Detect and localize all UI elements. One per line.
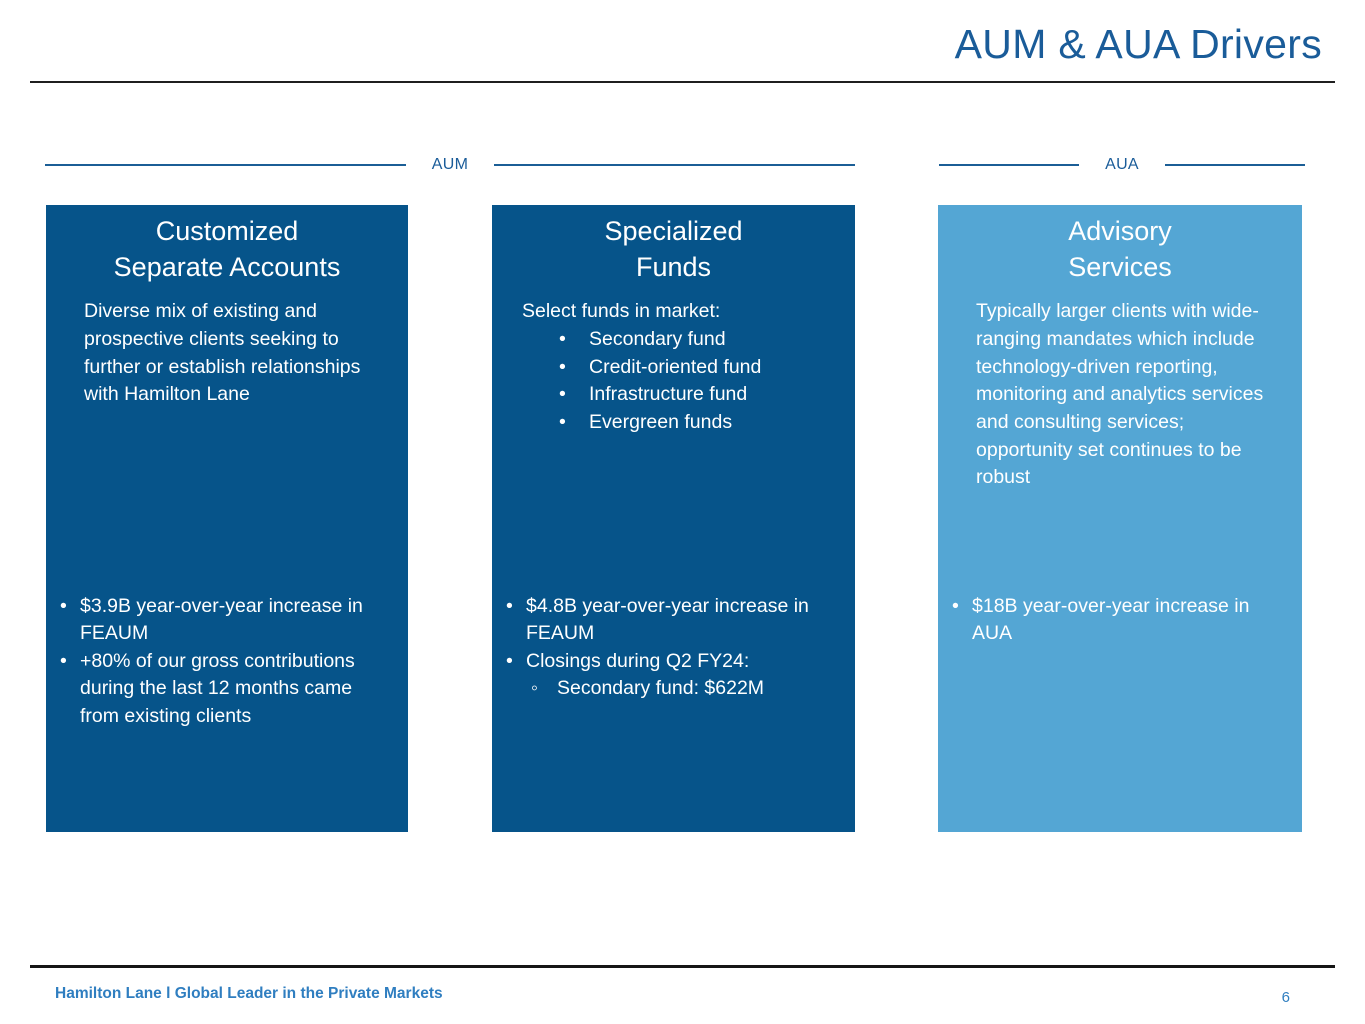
card-title: Customized Separate Accounts [46,214,408,285]
bracket-line-left [939,164,1080,166]
card-title-line2: Services [1068,251,1172,282]
bullet-text: +80% of our gross contributions during t… [80,649,355,727]
card-title-line1: Customized [155,216,299,246]
aum-section-label: AUM [431,156,469,173]
fund-list-item: • Secondary fund [522,326,837,354]
card-body: Diverse mix of existing and prospective … [84,300,361,406]
card-highlights: • $18B year-over-year increase in AUA [938,593,1302,648]
page-title: AUM & AUA Drivers [954,21,1322,67]
bullet-item: • $18B year-over-year increase in AUA [938,593,1302,648]
bullet-item: • $4.8B year-over-year increase in FEAUM [492,593,855,648]
bullet-text: $3.9B year-over-year increase in FEAUM [80,595,363,645]
fund-name: Infrastructure fund [589,383,748,406]
bullet-icon: • [559,383,566,406]
sub-bullet-icon: ◦ [531,677,538,700]
bullet-text: Closings during Q2 FY24: [526,649,750,672]
bullet-icon: • [559,355,566,378]
bullet-item: • +80% of our gross contributions during… [46,648,408,730]
footer-divider [30,965,1335,968]
fund-list-item: • Credit-oriented fund [522,354,837,382]
card-body: Select funds in market: • Secondary fund… [492,298,855,436]
fund-name: Secondary fund [589,327,726,350]
bullet-icon: • [559,411,566,433]
bullet-icon: • [952,595,959,617]
bullet-icon: • [60,595,67,617]
card-highlights: • $3.9B year-over-year increase in FEAUM… [46,593,408,730]
card-specialized-funds: Specialized Funds Select funds in market… [492,205,855,832]
card-title-line1: Specialized [604,216,743,246]
aua-section-label: AUA [1105,156,1139,173]
card-title-line2: Separate Accounts [113,251,341,282]
sub-bullet-text: Secondary fund: $622M [557,677,765,700]
card-highlights: • $4.8B year-over-year increase in FEAUM… [492,593,855,703]
bracket-line-right [1164,164,1305,166]
fund-list-item: • Evergreen funds [522,409,837,437]
bracket-line-right [494,164,855,166]
bullet-icon: • [559,327,566,350]
bracket-line-left [45,164,406,166]
aum-section-bracket: AUM [45,152,855,178]
bullet-item: • $3.9B year-over-year increase in FEAUM [46,593,408,648]
fund-name: Evergreen funds [589,411,733,433]
card-title: Advisory Services [938,214,1302,285]
bullet-icon: • [506,595,513,617]
fund-list-item: • Infrastructure fund [522,381,837,409]
bullet-text: $18B year-over-year increase in AUA [972,595,1250,645]
card-title-line1: Advisory [1068,216,1172,246]
card-customized-separate-accounts: Customized Separate Accounts Diverse mix… [46,205,408,832]
bullet-icon: • [506,649,513,672]
footer-tagline: Hamilton Lane l Global Leader in the Pri… [55,985,443,1002]
bullet-icon: • [60,649,67,672]
card-body-intro: Select funds in market: [522,300,721,323]
bullet-text: $4.8B year-over-year increase in FEAUM [526,595,809,645]
card-title: Specialized Funds [492,214,855,285]
page-number: 6 [1281,989,1290,1006]
title-divider [30,81,1335,83]
fund-name: Credit-oriented fund [589,355,762,378]
aua-section-bracket: AUA [939,152,1305,178]
card-body: Typically larger clients with wide-rangi… [976,300,1264,489]
card-title-line2: Funds [635,251,712,282]
sub-bullet-item: ◦ Secondary fund: $622M [492,675,855,702]
bullet-item: • Closings during Q2 FY24: [492,648,855,675]
card-advisory-services: Advisory Services Typically larger clien… [938,205,1302,832]
